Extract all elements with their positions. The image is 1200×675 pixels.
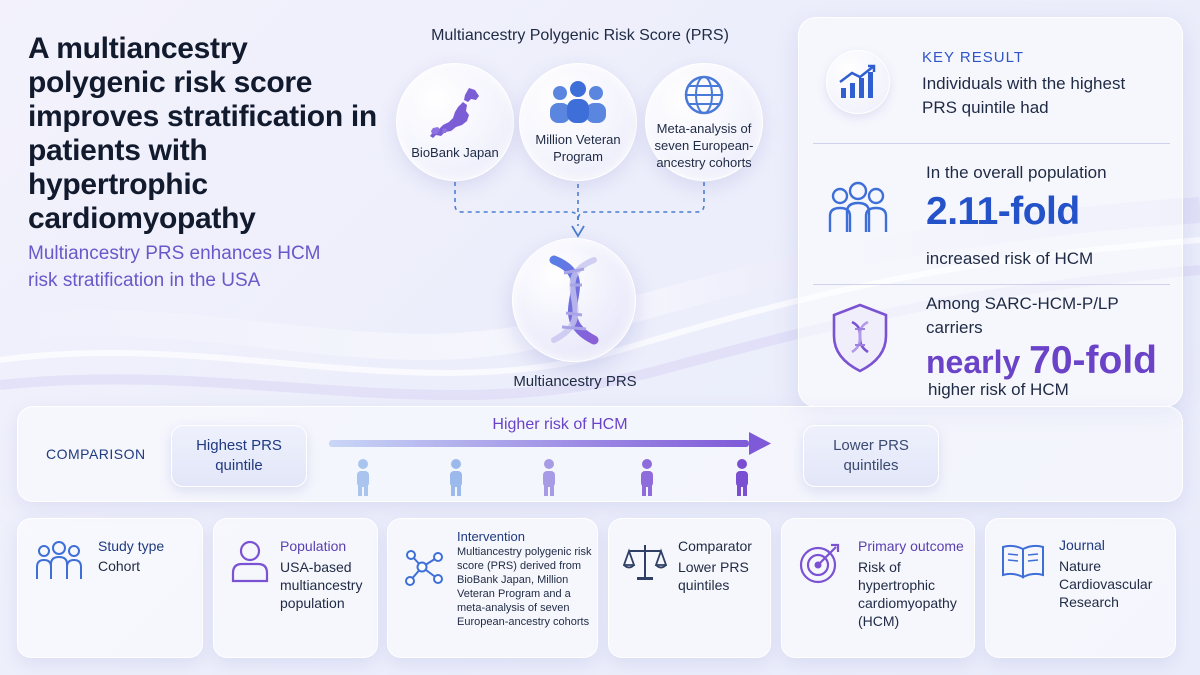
center-label: Multiancestry PRS — [513, 373, 637, 390]
scales-icon — [623, 545, 667, 580]
network-icon — [405, 550, 443, 586]
shield-dna-icon — [832, 303, 888, 373]
card-title: Comparator — [678, 538, 752, 554]
card-population: Population USA-based multiancestry popul… — [213, 518, 378, 658]
card-text: Nature Cardiovascular Research — [1059, 558, 1153, 610]
card-title: Intervention — [457, 529, 525, 544]
person-icon — [231, 540, 269, 583]
target-icon — [799, 543, 840, 584]
highest-quintile-pill: Highest PRS quintile — [171, 425, 307, 487]
source-label: Meta-analysis of seven European-ancestry… — [654, 120, 754, 170]
kr-icon-wrap — [826, 50, 890, 114]
carriers-tail: higher risk of HCM — [928, 380, 1069, 399]
prs-heading: Multiancestry Polygenic Risk Score (PRS) — [431, 27, 729, 44]
divider — [813, 284, 1170, 285]
globe-icon — [684, 75, 724, 114]
card-study-type: Study type Cohort — [17, 518, 203, 658]
card-text: Cohort — [98, 558, 141, 574]
card-title: Study type — [98, 538, 165, 554]
lower-quintiles-pill: Lower PRS quintiles — [803, 425, 939, 487]
overall-context: In the overall population — [926, 163, 1107, 182]
page-subtitle: Multiancestry PRS enhances HCM risk stra… — [28, 243, 321, 291]
carriers-prefix: nearly — [926, 344, 1030, 380]
person-figures — [357, 459, 748, 496]
risk-arrow — [329, 432, 771, 496]
people-group-icon — [36, 541, 82, 579]
card-title: Population — [280, 538, 347, 554]
carriers-context: Among SARC-HCM-P/LP carriers — [926, 294, 1119, 337]
key-result-title: KEY RESULT — [922, 49, 1024, 66]
book-icon — [1002, 544, 1044, 579]
comparison-label: COMPARISON — [46, 446, 146, 462]
overall-tail: increased risk of HCM — [926, 249, 1094, 268]
lower-quintiles-label: Lower PRS quintiles — [833, 437, 909, 474]
overall-fold-value: 2.11-fold — [926, 190, 1080, 233]
card-text: Lower PRS quintiles — [678, 559, 749, 593]
japan-map-icon — [430, 87, 479, 138]
card-text: Risk of hypertrophic cardiomyopathy (HCM… — [858, 559, 957, 629]
card-title: Journal — [1059, 537, 1105, 553]
card-comparator: Comparator Lower PRS quintiles — [608, 518, 771, 658]
card-text: USA-based multiancestry population — [280, 559, 363, 611]
group-people-icon — [550, 81, 606, 123]
card-intervention: Intervention Multiancestry polygenic ris… — [387, 518, 598, 658]
highest-quintile-label: Highest PRS quintile — [196, 437, 282, 474]
people-icon — [828, 181, 888, 232]
carriers-fold-value: nearly 70-fold — [926, 339, 1157, 383]
source-label: Million Veteran Program — [535, 132, 621, 164]
card-primary-outcome: Primary outcome Risk of hypertrophic car… — [781, 518, 975, 658]
bar-chart-trend-icon — [839, 64, 876, 98]
source-label: BioBank Japan — [411, 144, 499, 160]
risk-arrow-label: Higher risk of HCM — [492, 416, 628, 433]
carriers-fold-number: 70-fold — [1029, 339, 1158, 382]
dna-helix-icon — [549, 255, 599, 345]
card-title: Primary outcome — [858, 538, 964, 554]
source-biobank-japan: BioBank Japan — [396, 63, 514, 181]
divider — [813, 143, 1170, 144]
page-title: A multiancestry polygenic risk score imp… — [28, 32, 377, 235]
card-text: Multiancestry polygenic risk score (PRS)… — [457, 546, 592, 628]
key-result-intro: Individuals with the highest PRS quintil… — [922, 74, 1126, 117]
source-meta-analysis: Meta-analysis of seven European-ancestry… — [645, 63, 763, 181]
multiancestry-prs-node — [512, 238, 636, 362]
card-journal: Journal Nature Cardiovascular Research — [985, 518, 1176, 658]
source-million-veteran: Million Veteran Program — [519, 63, 637, 181]
